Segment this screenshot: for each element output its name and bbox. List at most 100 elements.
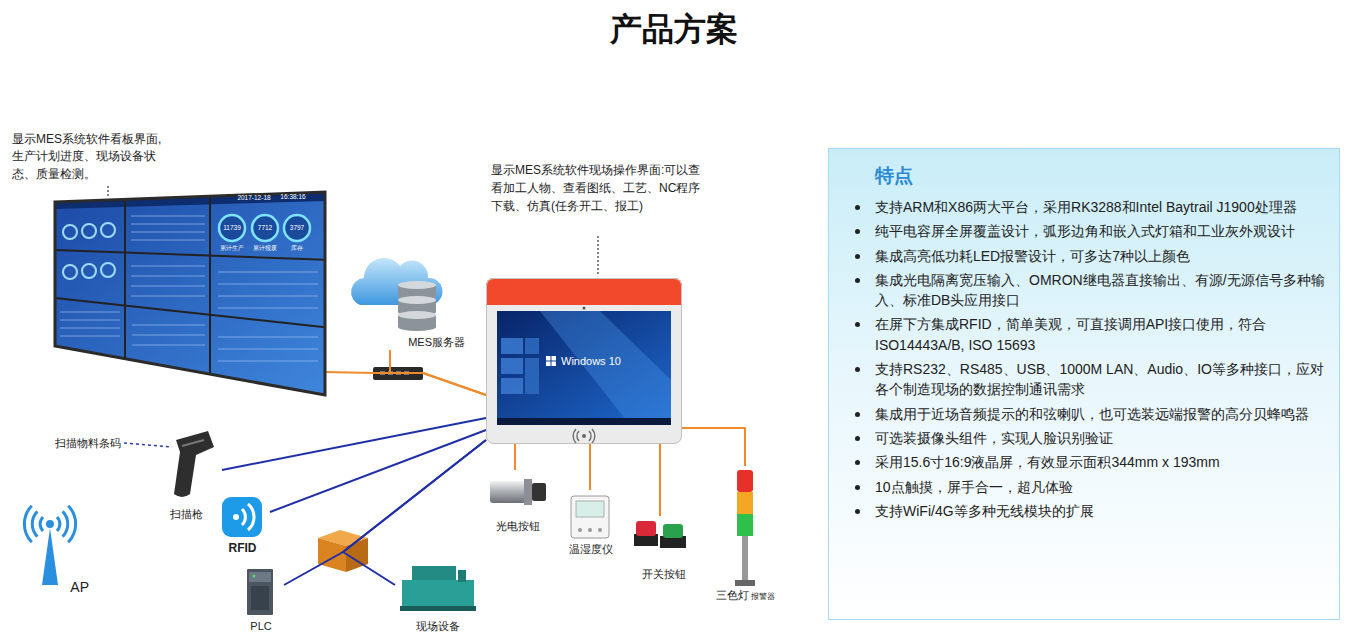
- gauge: [82, 264, 96, 278]
- kpi-ring: [219, 215, 245, 241]
- caption-row: 三色灯报警器: [700, 588, 790, 604]
- video-wall-frame: [55, 192, 325, 395]
- device-label: AP: [70, 579, 89, 595]
- dashboard-caption: 库存: [291, 245, 303, 252]
- plc-node: PLC: [238, 564, 284, 634]
- hygrometer-node: 温湿度仪: [562, 490, 620, 557]
- connector: [589, 444, 591, 490]
- connector: [390, 350, 486, 395]
- connector: [682, 428, 745, 466]
- table-rows: [60, 216, 318, 361]
- table-row: [131, 232, 205, 233]
- hygrometer-display: [576, 501, 604, 517]
- connector: [343, 440, 486, 585]
- field-machine: [412, 566, 456, 582]
- server-node: MES服务器: [348, 250, 470, 350]
- table-row: [218, 349, 318, 350]
- gauge: [63, 225, 77, 239]
- switch-button-node: 开关按钮: [628, 516, 700, 582]
- feature-item: 采用15.6寸16:9液晶屏，有效显示面积344mm x 193mm: [875, 452, 1325, 472]
- device-label: MES服务器: [408, 336, 465, 348]
- video-wall-outline: [55, 190, 325, 397]
- device-label: PLC: [250, 620, 271, 632]
- ap-node: AP: [15, 495, 95, 595]
- tower-light: [737, 492, 753, 514]
- rfid-symbol: [573, 429, 595, 443]
- device-label: 温湿度仪: [569, 543, 613, 555]
- feature-item: 集成高亮低功耗LED报警设计，可多达7种以上颜色: [875, 246, 1325, 266]
- caption-row: 温湿度仪: [562, 542, 620, 557]
- feature-item: 在屏下方集成RFID，简单美观，可直接调用API接口使用，符合ISO14443A…: [875, 314, 1325, 355]
- field-machine: [402, 580, 474, 608]
- photo-button: [532, 483, 546, 501]
- table-row: [132, 335, 205, 336]
- tower-light: [737, 514, 753, 536]
- windows-logo: [552, 362, 557, 367]
- hygrometer: [571, 496, 609, 538]
- gauge: [82, 224, 96, 238]
- video-wall: 显示MES系统软件看板界面,生产计划进度、现场设备状态、质量检测。: [55, 190, 325, 397]
- table-row: [131, 286, 205, 287]
- plc-led: [253, 575, 256, 578]
- table-row: [131, 224, 205, 225]
- windows-logo: [546, 362, 551, 367]
- caption-row: PLC: [238, 619, 284, 634]
- device-label: 光电按钮: [496, 520, 540, 532]
- device-label: 三色灯: [716, 589, 749, 601]
- device-label: 扫描枪: [170, 508, 203, 520]
- camera-dot: [583, 307, 586, 310]
- screen-light: [540, 311, 671, 425]
- alarm-light-bar: [486, 278, 682, 305]
- hygrometer-key: [588, 528, 592, 532]
- table-row: [131, 276, 205, 277]
- table-row: [132, 345, 205, 346]
- leader-line: [597, 236, 598, 275]
- ap-tower: [42, 528, 58, 585]
- dashboard-value: 7712: [258, 224, 272, 231]
- photo-button: [524, 479, 532, 505]
- scanner-node: 扫描枪: [150, 428, 222, 522]
- taskbar: [497, 418, 671, 425]
- page-title: 产品方案: [610, 8, 738, 52]
- feature-panel: 特点支持ARM和X86两大平台，采用RK3288和Intel Baytrail …: [828, 148, 1340, 620]
- tower-light: [737, 470, 753, 492]
- panel-heading: 特点: [875, 163, 1325, 189]
- start-tile: [525, 358, 539, 394]
- rfid-icon: [233, 514, 239, 520]
- dashboard-time: 16:38:16: [280, 193, 305, 200]
- rfid-icon: [222, 497, 262, 537]
- caption-row: RFID: [215, 541, 270, 556]
- caption-row: 现场设备: [395, 619, 480, 634]
- bezel-line: [55, 298, 325, 327]
- connector: [659, 444, 661, 516]
- hygrometer-key: [598, 528, 602, 532]
- kpi-ring: [284, 215, 310, 241]
- feature-item: 纯平电容屏全屏覆盖设计，弧形边角和嵌入式灯箱和工业灰外观设计: [875, 221, 1325, 241]
- rfid-node: RFID: [215, 494, 270, 556]
- bezel-line: [124, 199, 126, 358]
- dashboard-value: 11739: [223, 224, 241, 231]
- bezel-line: [209, 196, 211, 374]
- photo-button: [490, 481, 526, 503]
- feature-item: 支持ARM和X86两大平台，采用RK3288和Intel Baytrail J1…: [875, 197, 1325, 217]
- dashboard-value: 3797: [290, 224, 304, 231]
- table-row: [218, 296, 318, 297]
- table-row: [60, 320, 120, 321]
- feature-item: 集成用于近场音频提示的和弦喇叭，也可选装远端报警的高分贝蜂鸣器: [875, 404, 1325, 424]
- table-row: [131, 296, 205, 297]
- feature-item: 支持RS232、RS485、USB、1000M LAN、Audio、IO等多种接…: [875, 359, 1325, 400]
- barcode-scanner: [174, 431, 214, 497]
- gauge: [101, 223, 115, 237]
- device-label: RFID: [229, 541, 257, 555]
- table-row: [218, 272, 318, 273]
- hygrometer-key: [578, 528, 582, 532]
- io-module: [318, 538, 346, 572]
- table-row: [131, 266, 205, 267]
- leader-line: [124, 443, 172, 447]
- tower-pole: [742, 536, 748, 580]
- table-row: [218, 361, 318, 362]
- plc-unit: [251, 586, 269, 610]
- caption-row: AP: [15, 580, 95, 595]
- cloud-icon: [351, 258, 442, 305]
